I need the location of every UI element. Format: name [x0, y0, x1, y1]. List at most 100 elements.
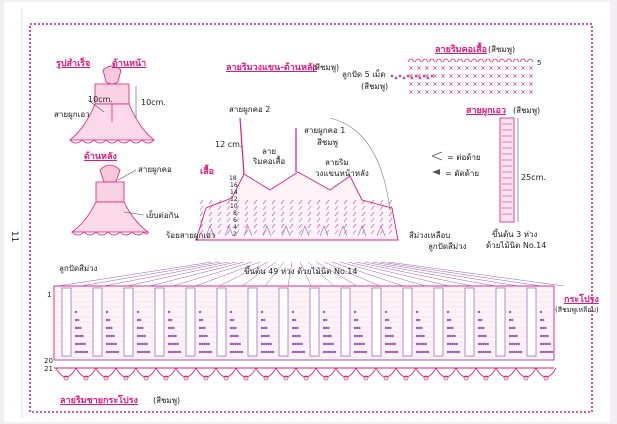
armhole-label-1: ลายริม	[325, 158, 349, 167]
bodice-label: เสื้อ	[200, 167, 214, 177]
waist-tie-strip	[499, 117, 519, 223]
neck-edge-chart-color: (สีชมพู)	[488, 45, 516, 54]
back-view-title: ด้านหลัง	[84, 152, 117, 162]
bodice-row-number: 16	[230, 182, 238, 189]
svg-text:×: ×	[464, 80, 470, 88]
svg-text:×: ×	[480, 80, 486, 88]
svg-text:×: ×	[528, 72, 534, 80]
bodice-row-number: 8	[233, 210, 237, 217]
svg-text:×: ×	[416, 80, 422, 88]
svg-text:×: ×	[432, 64, 438, 72]
svg-text:×: ×	[440, 80, 446, 88]
svg-text:×: ×	[480, 72, 486, 80]
svg-text:×: ×	[472, 72, 478, 80]
svg-text:×: ×	[504, 80, 510, 88]
skirt-radiating-lines	[57, 261, 565, 287]
svg-text:×: ×	[464, 88, 470, 96]
neck-tie-1-label: สายผูกคอ 1	[304, 126, 346, 135]
skirt-title-color: (สีชมพูเหลือบ)	[555, 306, 599, 314]
svg-text:×: ×	[432, 72, 438, 80]
neck-edge-chart: ××××××××××××××××××××××××××××××××××××××××…	[390, 58, 534, 96]
neck-tie-1-color: สีชมพู	[317, 138, 338, 147]
svg-text:×: ×	[472, 64, 478, 72]
svg-text:×: ×	[488, 64, 494, 72]
svg-text:×: ×	[424, 72, 430, 80]
front-dress-sketch	[68, 65, 156, 144]
svg-text:×: ×	[448, 80, 454, 88]
skirt-row-number: 21	[44, 365, 53, 373]
svg-text:×: ×	[496, 80, 502, 88]
front-waist-tie-label: สายผูกเอว	[54, 110, 90, 119]
dotted-frame	[29, 23, 593, 413]
svg-text:×: ×	[496, 72, 502, 80]
svg-text:×: ×	[520, 72, 526, 80]
skirt-row-number: 20	[44, 357, 53, 365]
svg-text:×: ×	[456, 64, 462, 72]
svg-text:×: ×	[408, 72, 414, 80]
picot-label: ลูกปัด 5 เม็ด	[342, 70, 386, 79]
armhole-chart-title: ลายริมวงแขน-ด้านหลัง	[226, 63, 317, 73]
svg-text:×: ×	[456, 72, 462, 80]
skirt-chart	[53, 285, 555, 361]
legend-join-label: = ต่อด้าย	[447, 153, 481, 162]
svg-text:×: ×	[488, 72, 494, 80]
svg-text:×: ×	[432, 88, 438, 96]
svg-text:×: ×	[488, 80, 494, 88]
svg-text:×: ×	[464, 72, 470, 80]
svg-text:×: ×	[432, 80, 438, 88]
skirt-title: กระโปรง	[564, 295, 599, 305]
svg-text:×: ×	[408, 64, 414, 72]
front-view-title: รูปสำเร็จ	[56, 59, 91, 69]
svg-text:×: ×	[456, 80, 462, 88]
svg-text:×: ×	[504, 64, 510, 72]
svg-text:×: ×	[440, 72, 446, 80]
back-neck-tie-label: สายผูกคอ	[138, 165, 172, 174]
skirt-row-number: 1	[47, 291, 52, 299]
front-height-label: 10cm.	[141, 98, 166, 107]
skirt-start-label: ขึ้นต้น 49 ห่วง ด้วยไม้นิต No.14	[244, 267, 358, 276]
svg-text:×: ×	[504, 72, 510, 80]
waist-tie-title: สายผูกเอว	[466, 106, 507, 116]
svg-text:×: ×	[416, 64, 422, 72]
svg-text:×: ×	[448, 64, 454, 72]
svg-text:×: ×	[528, 64, 534, 72]
neck-edge-label-2: ริมคอเสื้อ	[253, 157, 286, 166]
bodice-row-number: 12	[230, 196, 238, 203]
neck-tie-2-label: สายผูกคอ 2	[229, 105, 271, 114]
svg-text:×: ×	[448, 88, 454, 96]
bodice-chart	[195, 117, 399, 241]
front-width-label: 10cm.	[88, 95, 113, 104]
bodice-row-number: 10	[230, 203, 238, 210]
svg-text:×: ×	[416, 88, 422, 96]
svg-text:×: ×	[520, 64, 526, 72]
svg-text:×: ×	[512, 88, 518, 96]
legend-cut-label: = ตัดด้าย	[445, 169, 480, 178]
back-join-label: เย็บต่อกัน	[146, 211, 179, 220]
bead-left-label: ลูกปัดสีม่วง	[59, 264, 98, 273]
neck-edge-chart-title: ลายริมคอเสื้อ	[435, 45, 488, 55]
svg-text:×: ×	[528, 88, 534, 96]
svg-text:×: ×	[424, 80, 430, 88]
svg-text:×: ×	[480, 64, 486, 72]
bodice-length-label: 12 cm.	[215, 140, 243, 149]
svg-text:×: ×	[496, 64, 502, 72]
back-dress-sketch	[70, 164, 150, 236]
waist-tie-color: (สีชมพู)	[513, 106, 541, 115]
armhole-chart-color: (สีชมพู)	[312, 63, 340, 72]
hem-chart-title: ลายริมชายกระโปรง	[60, 396, 138, 406]
svg-text:×: ×	[408, 88, 414, 96]
purple-loop-label: สีม่วงเหลือบ	[409, 231, 451, 240]
purple-bead-label: ลูกปัดสีม่วง	[428, 242, 467, 251]
svg-text:×: ×	[520, 88, 526, 96]
page-number: 11	[9, 230, 20, 243]
picot-color: (สีชมพู)	[361, 82, 389, 91]
svg-text:×: ×	[424, 64, 430, 72]
waist-tie-start-2: ด้วยไม้นิต No.14	[486, 241, 547, 250]
armhole-label-2: วงแขนหน้าหลัง	[315, 169, 369, 178]
svg-text:×: ×	[512, 72, 518, 80]
svg-text:×: ×	[512, 80, 518, 88]
svg-text:×: ×	[528, 80, 534, 88]
bodice-waist-tie-label: ร้อยสายผูกเอว	[166, 231, 216, 240]
